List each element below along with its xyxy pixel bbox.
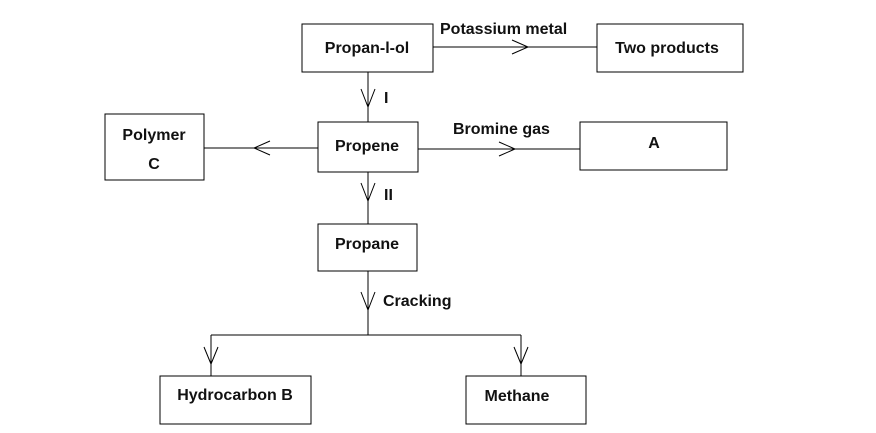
- arrowhead-right-icon: [498, 141, 517, 157]
- node-polymer-c: Polymer C: [104, 113, 205, 181]
- node-label: Two products: [615, 40, 719, 57]
- arrowhead-down-icon: [360, 291, 376, 312]
- arrowhead-down-icon: [203, 346, 219, 366]
- node-label: C: [148, 156, 160, 173]
- node-label: Polymer: [122, 127, 185, 144]
- arrowhead-right-icon: [511, 39, 530, 55]
- node-label: Propan-l-ol: [325, 40, 409, 57]
- node-propane: Propane: [317, 223, 418, 272]
- node-label: Methane: [485, 388, 550, 405]
- node-hydrocarbon-b: Hydrocarbon B: [159, 375, 312, 425]
- node-methane: Methane: [465, 375, 587, 425]
- arrowhead-down-icon: [360, 88, 376, 109]
- bromine-gas-label: Bromine gas: [453, 121, 550, 138]
- node-label: Propane: [335, 236, 399, 253]
- arrowhead-left-icon: [252, 140, 271, 156]
- arrowhead-down-icon: [360, 182, 376, 203]
- step-i-label: I: [384, 90, 388, 107]
- node-label: A: [648, 135, 660, 152]
- node-a: A: [579, 121, 728, 171]
- node-propanol: Propan-l-ol: [301, 23, 434, 73]
- node-label: Hydrocarbon B: [177, 387, 293, 404]
- node-label: Propene: [335, 138, 399, 155]
- arrowhead-down-icon: [513, 346, 529, 366]
- cracking-label: Cracking: [383, 293, 451, 310]
- node-propene: Propene: [317, 121, 419, 173]
- potassium-metal-label: Potassium metal: [440, 21, 567, 38]
- step-ii-label: II: [384, 187, 393, 204]
- node-two-products: Two products: [596, 23, 744, 73]
